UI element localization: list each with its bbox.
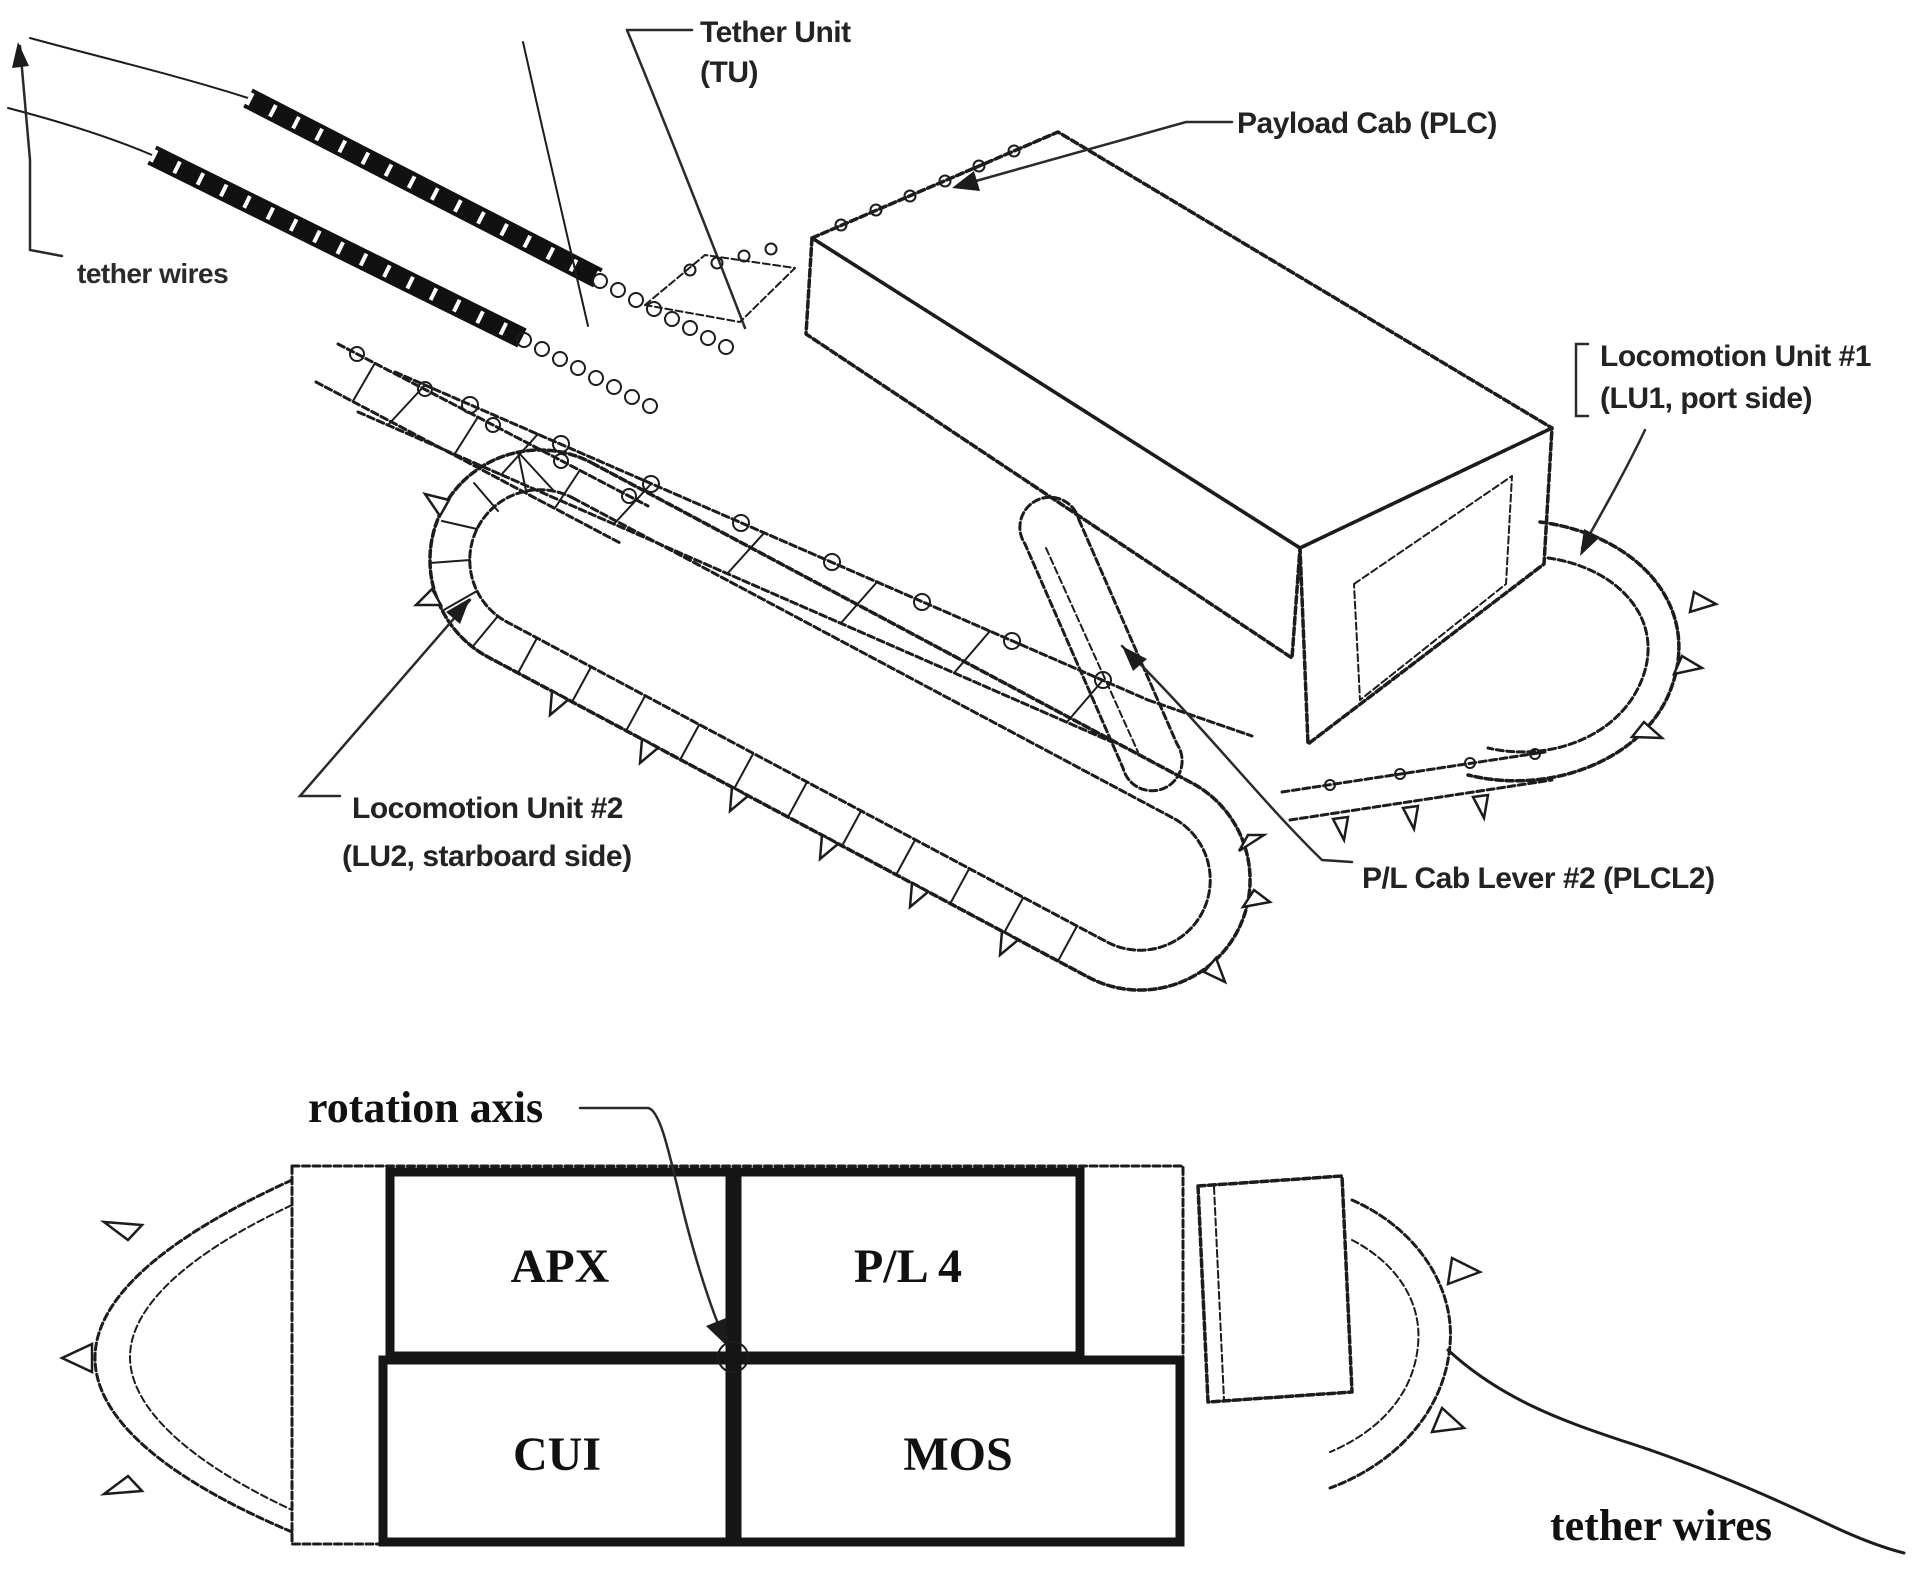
locomotion-unit1-label-line1: Locomotion Unit #1 xyxy=(1600,340,1871,373)
compartment-apx-label: APX xyxy=(511,1240,610,1293)
compartment-cui-box xyxy=(378,1355,735,1547)
tether-wires-callout: tether wires xyxy=(12,42,229,289)
left-track-arc-inner xyxy=(129,1204,293,1511)
payload-cab-arrowhead xyxy=(952,171,980,191)
tether-unit-label-line2: (TU) xyxy=(700,56,758,89)
compartment-mos-label: MOS xyxy=(903,1428,1012,1481)
track-lu1 xyxy=(1280,520,1720,844)
tether-wires-top-label: tether wires xyxy=(77,258,228,289)
top-view-schematic: APX P/L 4 CUI MOS rotation axis tether w… xyxy=(59,1083,1906,1555)
cab-edge-lugs xyxy=(683,144,1021,277)
tether-unit-label-line1: Tether Unit xyxy=(700,16,851,49)
rotation-axis-arrowhead xyxy=(706,1318,729,1348)
payload-cab-label: Payload Cab (PLC) xyxy=(1237,107,1497,140)
track-cleats xyxy=(412,491,1274,985)
cab-lever-callout: P/L Cab Lever #2 (PLCL2) xyxy=(1120,644,1715,895)
chassis-frame xyxy=(314,342,1254,744)
rotation-axis-callout: rotation axis xyxy=(308,1083,729,1348)
cab-lever-arrowhead xyxy=(1122,646,1147,671)
locomotion-unit2-label-line1: Locomotion Unit #2 xyxy=(352,792,623,825)
rotation-axis-marker xyxy=(717,1341,749,1373)
right-track-arc-inner xyxy=(1329,1239,1420,1453)
cab-lever-label: P/L Cab Lever #2 (PLCL2) xyxy=(1362,862,1715,895)
track-lu2 xyxy=(412,448,1274,992)
tether-wires-arrowhead xyxy=(12,42,29,68)
payload-cab-callout: Payload Cab (PLC) xyxy=(952,107,1497,191)
compartment-pl4-label: P/L 4 xyxy=(854,1240,962,1293)
tether-wire-line xyxy=(1446,1348,1906,1555)
cab-door-panel xyxy=(1353,475,1513,701)
track-band-hatching xyxy=(429,451,1078,962)
tether-cables xyxy=(7,37,734,414)
compartment-cui-label: CUI xyxy=(513,1428,601,1481)
locomotion-unit1-arrowhead xyxy=(1580,529,1600,556)
left-track-arc-outer xyxy=(93,1178,294,1534)
tether-unit-callout: Tether Unit (TU) xyxy=(625,16,852,330)
compartment-mos-box xyxy=(732,1355,1185,1547)
payload-cab xyxy=(683,130,1554,746)
locomotion-unit2-label-line2: (LU2, starboard side) xyxy=(342,840,632,873)
tether-wires-bottom-label: tether wires xyxy=(1550,1501,1772,1550)
right-track-arc-outer xyxy=(1328,1198,1452,1490)
tether-unit-top-view xyxy=(1196,1174,1354,1404)
locomotion-unit2-callout: Locomotion Unit #2 (LU2, starboard side) xyxy=(297,598,632,873)
cab-lever xyxy=(1018,495,1184,793)
locomotion-unit1-callout: Locomotion Unit #1 (LU1, port side) xyxy=(1574,340,1872,556)
locomotion-unit2-arrowhead xyxy=(446,598,470,624)
locomotion-unit1-label-line2: (LU1, port side) xyxy=(1600,382,1812,415)
cable-chain-links xyxy=(516,273,734,414)
rotation-axis-label: rotation axis xyxy=(308,1083,543,1132)
